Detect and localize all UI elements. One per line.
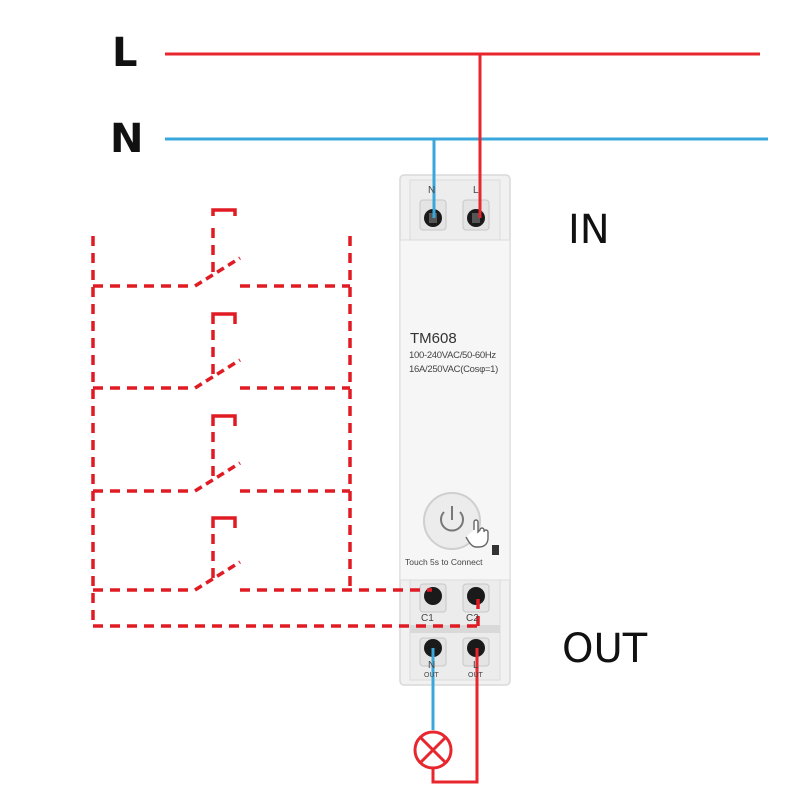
load-wiring [413, 648, 479, 784]
device-voltage-rating: 100-240VAC/50-60Hz [409, 350, 496, 361]
status-led [492, 545, 499, 555]
switch-actuator-3 [211, 414, 237, 426]
switch-actuator-1 [211, 208, 237, 216]
neutral-label: N [110, 116, 144, 162]
device-current-rating: 16A/250VAC(Cosφ=1) [409, 364, 499, 375]
switch-actuators [211, 208, 237, 528]
lamp-icon [413, 730, 453, 770]
terminal-in-l [462, 199, 490, 231]
device-model: TM608 [410, 330, 457, 347]
terminal-out-l-label: L [473, 660, 479, 671]
terminal-out-n-sub: OUT [424, 672, 439, 679]
out-label: OUT [562, 626, 648, 672]
terminal-c2-label: C2 [466, 613, 479, 624]
touch-button[interactable] [423, 492, 489, 550]
hand-touch-icon [465, 519, 489, 548]
terminal-c1-label: C1 [421, 613, 434, 624]
switch-network [91, 228, 480, 628]
switch-actuator-4 [211, 516, 237, 528]
out-live-wire [431, 648, 479, 784]
terminal-out-n-label: N [428, 660, 436, 671]
terminal-out-l-sub: OUT [468, 672, 483, 679]
terminal-c2 [462, 583, 490, 613]
relay-device [399, 174, 511, 686]
power-lines [165, 52, 768, 218]
touch-hint: Touch 5s to Connect [405, 557, 483, 567]
power-icon [440, 506, 464, 532]
terminal-c1 [419, 583, 447, 613]
in-label: IN [568, 207, 610, 253]
live-label: L [112, 30, 138, 76]
switch-actuator-2 [211, 312, 237, 324]
terminal-in-n-label: N [428, 185, 436, 196]
terminal-in-l-label: L [473, 185, 479, 196]
